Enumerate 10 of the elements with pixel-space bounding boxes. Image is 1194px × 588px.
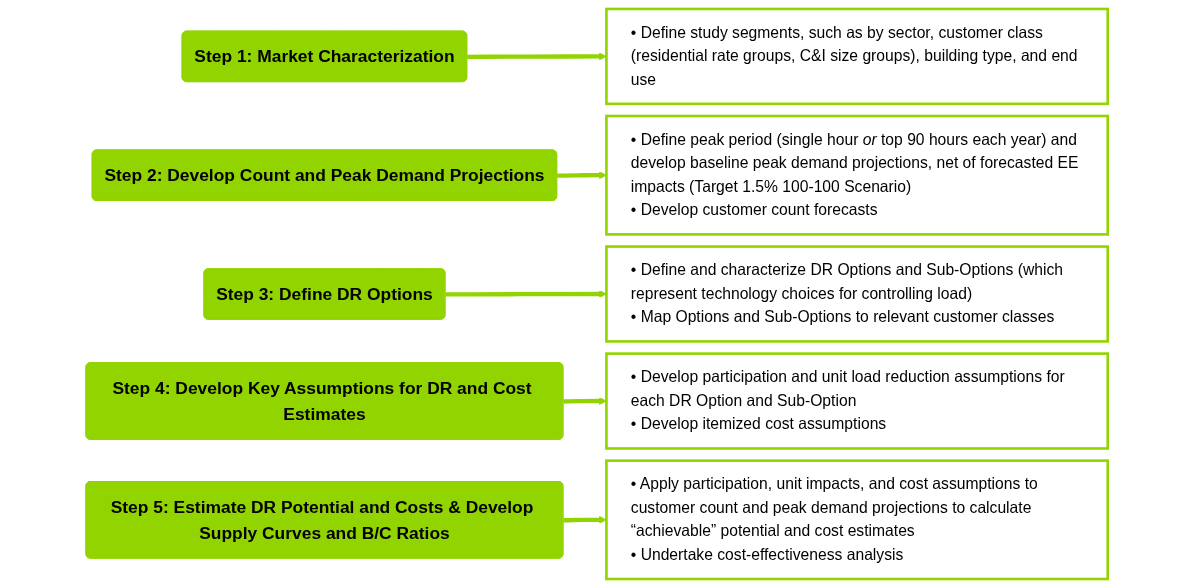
arrow <box>563 397 607 405</box>
arrow <box>557 171 607 179</box>
node-box: • Develop participation and unit load reduction assumptions for each DR Option and Sub-Option • Develop itemized cost assumptions <box>605 352 1110 450</box>
node-box: • Define and characterize DR Options and Sub-Options (which represent technology choices for controlling load) • Map Options and Sub-Options to relevant customer classes <box>605 245 1110 343</box>
node-box: • Define peak period (single hour or top 90 hours each year) and develop baseline peak demand projections, net of forecasted EE impacts (Target 1.5% 100-100 Scenario) • Develop customer count forecasts <box>605 114 1110 236</box>
arrow <box>445 290 607 298</box>
node-box: • Define study segments, such as by sector, customer class (residential rate groups, C&I size groups), building type, and end use <box>605 7 1110 106</box>
arrow <box>563 516 607 524</box>
arrow <box>467 52 607 61</box>
node-box: • Apply participation, unit impacts, and cost assumptions to customer count and peak demand projections to calculate “achievable” potential and cost estimates • Undertake cost-effectiveness analysis <box>605 459 1110 581</box>
